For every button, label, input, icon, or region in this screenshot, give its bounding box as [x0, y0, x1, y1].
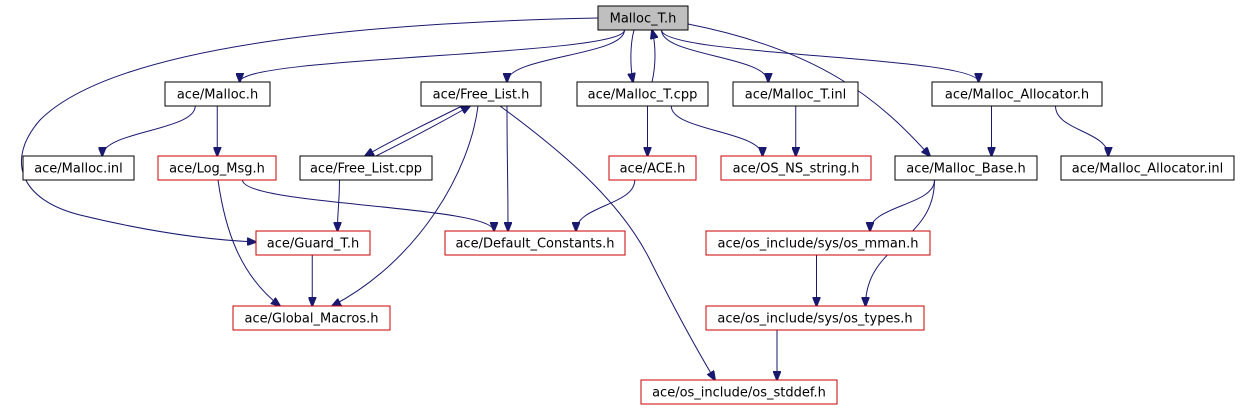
- node-ace_malloc_inl[interactable]: ace/Malloc.inl: [22, 155, 135, 181]
- node-box: [705, 305, 925, 331]
- edge-ace_free_list_cpp-to-ace_guard_t_h: [338, 179, 340, 231]
- node-label: ace/Malloc_T.cpp: [588, 88, 698, 103]
- edge-malloc_t_h-to-ace_malloc_allocator_h: [661, 29, 979, 82]
- node-label: ace/Global_Macros.h: [245, 312, 379, 327]
- node-label: ace/Malloc_Allocator.inl: [1072, 162, 1223, 177]
- node-box: [255, 230, 371, 256]
- node-box: [931, 81, 1103, 107]
- node-ace_malloc_allocator_inl[interactable]: ace/Malloc_Allocator.inl: [1060, 155, 1235, 181]
- node-label: ace/Malloc_Allocator.h: [945, 88, 1089, 103]
- node-ace_log_msg_h[interactable]: ace/Log_Msg.h: [157, 155, 277, 181]
- edge-ace_free_list_h-to-ace_global_macros_h: [332, 105, 479, 306]
- node-box: [420, 81, 542, 107]
- node-ace_malloc_t_inl[interactable]: ace/Malloc_T.inl: [732, 81, 859, 107]
- node-box: [732, 81, 859, 107]
- node-box: [232, 305, 391, 331]
- node-box: [640, 379, 838, 405]
- node-label: ace/Default_Constants.h: [455, 237, 614, 252]
- node-box: [720, 155, 872, 181]
- edge-ace_malloc_base_h-to-ace_os_mman_h: [870, 179, 935, 231]
- edge-malloc_t_h-to-ace_malloc_t_inl: [661, 29, 769, 82]
- node-box: [444, 230, 626, 256]
- node-box: [22, 155, 135, 181]
- node-box: [299, 155, 433, 181]
- edges-layer: [21, 17, 1109, 380]
- node-box: [157, 155, 277, 181]
- edge-ace_ace_h-to-ace_default_constants_h: [576, 179, 636, 231]
- node-box: [164, 81, 271, 107]
- node-ace_ace_h[interactable]: ace/ACE.h: [608, 155, 697, 181]
- node-ace_guard_t_h[interactable]: ace/Guard_T.h: [255, 230, 371, 256]
- node-label: ace/os_include/sys/os_types.h: [717, 312, 912, 327]
- node-ace_os_mman_h[interactable]: ace/os_include/sys/os_mman.h: [705, 230, 931, 256]
- node-label: ace/Free_List.h: [433, 88, 530, 103]
- node-label: Malloc_T.h: [610, 12, 677, 27]
- node-ace_free_list_h[interactable]: ace/Free_List.h: [420, 81, 542, 107]
- node-ace_free_list_cpp[interactable]: ace/Free_List.cpp: [299, 155, 433, 181]
- node-label: ace/ACE.h: [620, 162, 686, 177]
- node-ace_malloc_allocator_h[interactable]: ace/Malloc_Allocator.h: [931, 81, 1103, 107]
- node-label: ace/OS_NS_string.h: [733, 162, 860, 177]
- node-label: ace/Malloc.inl: [34, 162, 123, 177]
- node-ace_default_constants_h[interactable]: ace/Default_Constants.h: [444, 230, 626, 256]
- node-label: ace/os_include/sys/os_mman.h: [718, 237, 919, 252]
- edge-ace_log_msg_h-to-ace_global_macros_h: [217, 179, 280, 306]
- edge-ace_malloc_t_cpp-to-ace_os_ns_string_h: [670, 105, 762, 156]
- node-ace_os_types_h[interactable]: ace/os_include/sys/os_types.h: [705, 305, 925, 331]
- edge-ace_free_list_cpp-to-ace_free_list_h: [375, 106, 470, 157]
- node-label: ace/Log_Msg.h: [169, 162, 265, 177]
- node-box: [597, 5, 689, 31]
- node-label: ace/Malloc_T.inl: [745, 88, 847, 103]
- node-malloc_t_h[interactable]: Malloc_T.h: [597, 5, 689, 31]
- edge-malloc_t_h-to-ace_free_list_h: [507, 29, 625, 82]
- node-ace_malloc_h[interactable]: ace/Malloc.h: [164, 81, 271, 107]
- edge-malloc_t_h-to-ace_malloc_base_h: [687, 23, 930, 156]
- edge-malloc_t_h-to-ace_malloc_t_cpp: [631, 29, 634, 82]
- node-ace_os_stddef_h[interactable]: ace/os_include/os_stddef.h: [640, 379, 838, 405]
- node-ace_os_ns_string_h[interactable]: ace/OS_NS_string.h: [720, 155, 872, 181]
- node-ace_malloc_base_h[interactable]: ace/Malloc_Base.h: [894, 155, 1038, 181]
- node-ace_malloc_t_cpp[interactable]: ace/Malloc_T.cpp: [576, 81, 709, 107]
- edge-ace_free_list_h-to-ace_os_stddef_h: [499, 105, 715, 380]
- node-box: [608, 155, 697, 181]
- node-ace_global_macros_h[interactable]: ace/Global_Macros.h: [232, 305, 391, 331]
- node-box: [705, 230, 931, 256]
- node-label: ace/Malloc_Base.h: [906, 162, 1026, 177]
- edge-malloc_t_h-to-ace_malloc_h: [240, 29, 625, 82]
- node-label: ace/Guard_T.h: [267, 237, 359, 252]
- edge-ace_free_list_h-to-ace_free_list_cpp: [365, 105, 463, 156]
- edge-malloc_t_h-to-ace_guard_t_h: [21, 17, 599, 242]
- node-box: [1060, 155, 1235, 181]
- node-label: ace/Free_List.cpp: [310, 162, 422, 177]
- edge-ace_malloc_h-to-ace_malloc_inl: [102, 105, 196, 156]
- edge-ace_free_list_h-to-ace_default_constants_h: [507, 105, 508, 231]
- edge-ace_malloc_t_cpp-to-malloc_t_h: [652, 30, 655, 83]
- node-box: [894, 155, 1038, 181]
- edge-ace_malloc_allocator_h-to-ace_malloc_allocator_inl: [1055, 105, 1109, 156]
- node-label: ace/os_include/os_stddef.h: [652, 386, 826, 401]
- edge-ace_log_msg_h-to-ace_default_constants_h: [242, 179, 495, 231]
- node-box: [576, 81, 709, 107]
- node-label: ace/Malloc.h: [177, 88, 258, 103]
